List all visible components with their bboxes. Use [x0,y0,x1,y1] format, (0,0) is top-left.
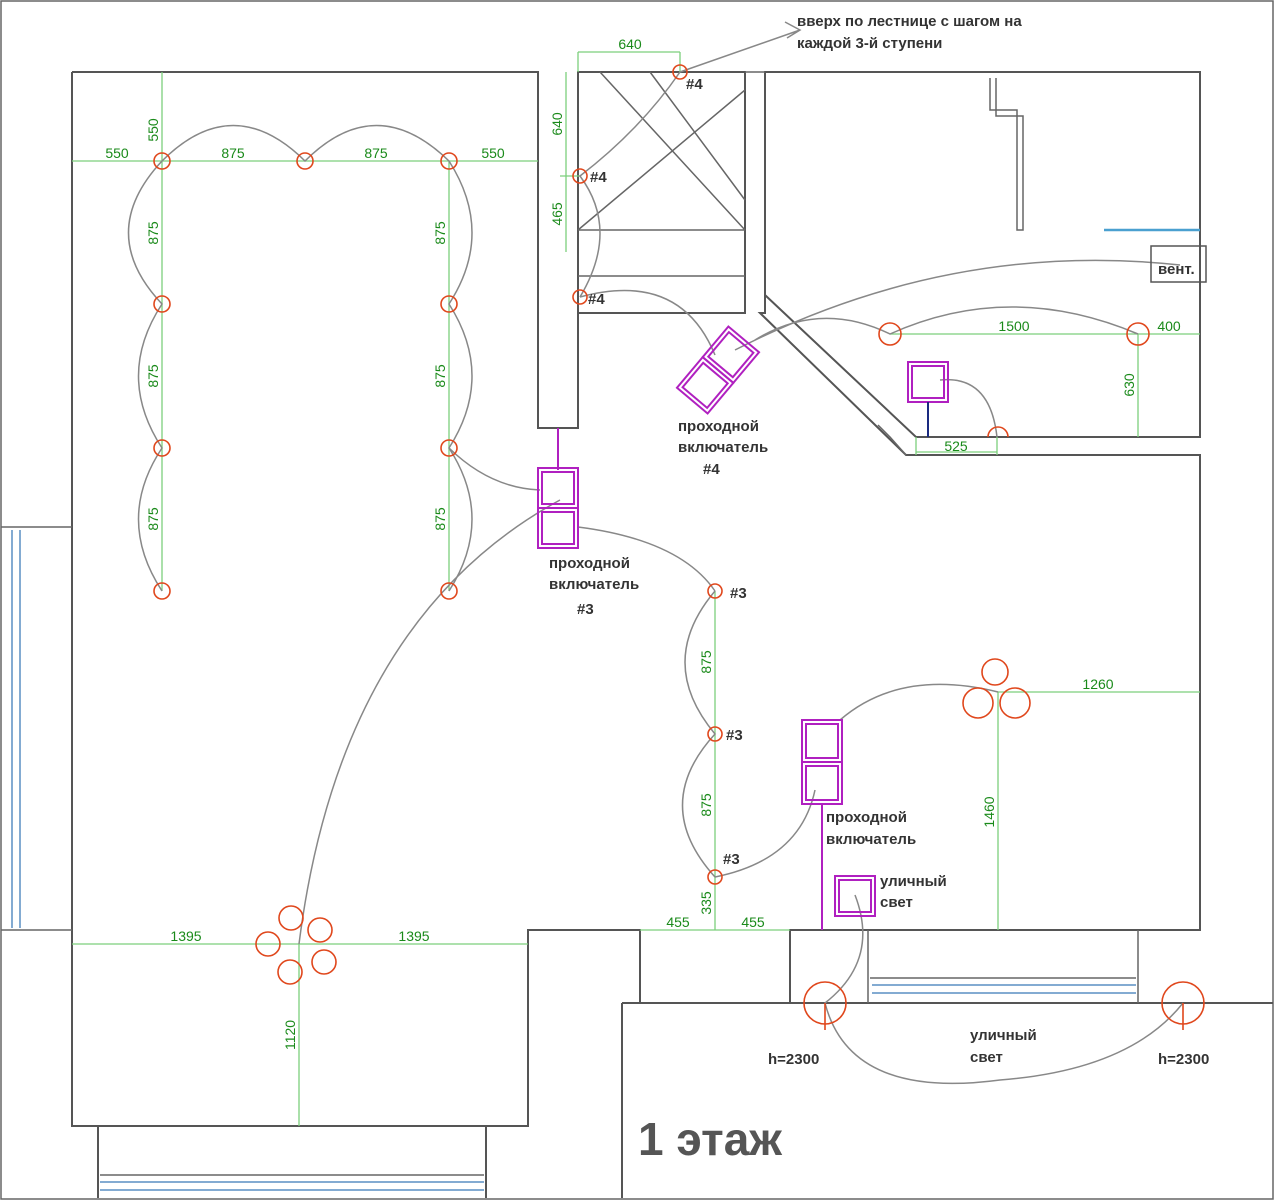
lamps [153,64,1205,1030]
dimension-labels: 550 550 875 875 550 875 875 875 875 875 … [105,36,1181,1050]
dim-right-chandelier-h: 1260 [1082,676,1113,692]
corridor-lamp-tag: #3 [723,851,740,868]
street-switch [834,875,876,917]
corridor-lamp-tag: #3 [730,585,747,602]
dim-span-1: 875 [221,145,245,161]
bath-lamp [878,322,902,346]
street-switch-label-2: свет [880,894,913,911]
switch-right-label-1: проходной [826,809,907,826]
spot-lamp [440,152,458,170]
spot-lamp [153,582,171,600]
stair-lamp-tag: #4 [686,76,703,93]
corridor-lamp [707,869,723,885]
dim-left-horizontal: 550 [105,145,129,161]
dim-bath-bottom: 525 [944,438,968,454]
dim-left-top-vertical: 550 [145,118,161,142]
vent-label: вент. [1158,261,1195,278]
dim-left-col-2: 875 [145,364,161,388]
vent-box [1150,245,1207,283]
switch-right-label-2: включатель [826,831,916,848]
dim-right-col-2: 875 [432,364,448,388]
spot-lamp [296,152,314,170]
dim-corridor-right: 455 [741,914,765,930]
dim-chandelier-down: 1120 [282,1020,298,1050]
dim-left-col-1: 875 [145,221,161,245]
stair-lamp-tag: #4 [590,169,607,186]
spot-lamp [440,439,458,457]
corridor-lamp-tag: #3 [726,727,743,744]
dim-bath-horizontal: 1500 [998,318,1029,334]
stair-lamp [572,289,588,305]
spot-lamp [153,439,171,457]
stairs-note-line2: каждой 3-й ступени [797,35,942,52]
dim-corridor-left: 455 [666,914,690,930]
stair-lamp [572,168,588,184]
bath-wall-lamp [987,426,1009,438]
labels: вверх по лестнице с шагом на каждой 3-й … [549,13,1209,1165]
corridor-lamp [707,726,723,742]
floor-title: 1 этаж [638,1113,782,1165]
dim-right-col-1: 875 [432,221,448,245]
dim-bath-vertical: 630 [1121,373,1137,397]
height-left: h=2300 [768,1051,819,1068]
windows [11,228,1200,1191]
chandelier-icon [255,905,337,985]
dim-corridor-1: 875 [698,650,714,674]
bath-switch [907,361,949,437]
dim-bath-right: 400 [1157,318,1181,334]
dim-stair-v1: 640 [549,112,565,136]
switch3-id: #3 [577,601,594,618]
dim-right-chandelier-v: 1460 [981,796,997,827]
corridor-lamp [707,583,723,599]
pass-switch-4 [675,325,761,415]
dim-corridor-2: 875 [698,793,714,817]
stair-lamp-tag: #4 [588,291,605,308]
dim-span-2: 875 [364,145,388,161]
switch4-label-1: проходной [678,418,759,435]
street-lamps-label-1: уличный [970,1027,1037,1044]
spot-lamp [440,295,458,313]
switch4-id: #4 [703,461,720,478]
pass-switch-right [801,719,843,930]
dim-chandelier-left: 1395 [170,928,201,944]
street-switch-label-1: уличный [880,873,947,890]
wiring [127,21,1184,1085]
spot-lamp [153,152,171,170]
dim-corridor-3: 335 [698,891,714,915]
spot-lamp [440,582,458,600]
height-right: h=2300 [1158,1051,1209,1068]
dim-right-horizontal: 550 [481,145,505,161]
dim-right-col-3: 875 [432,507,448,531]
stair-lamp [672,64,688,80]
street-lamps-label-2: свет [970,1049,1003,1066]
switch4-label-2: включатель [678,439,768,456]
dim-chandelier-right: 1395 [398,928,429,944]
dimension-lines [72,51,1200,1126]
spot-lamp [153,295,171,313]
pass-switch-3 [537,428,579,549]
dim-stair-v2: 465 [549,202,565,226]
switch3-label-1: проходной [549,555,630,572]
dim-stair-top: 640 [618,36,642,52]
dim-left-col-3: 875 [145,507,161,531]
switch3-label-2: включатель [549,576,639,593]
chandelier-icon [962,658,1031,719]
stairs-note-line1: вверх по лестнице с шагом на [797,13,1022,30]
bath-lamp [1126,322,1150,346]
switches [537,325,949,930]
